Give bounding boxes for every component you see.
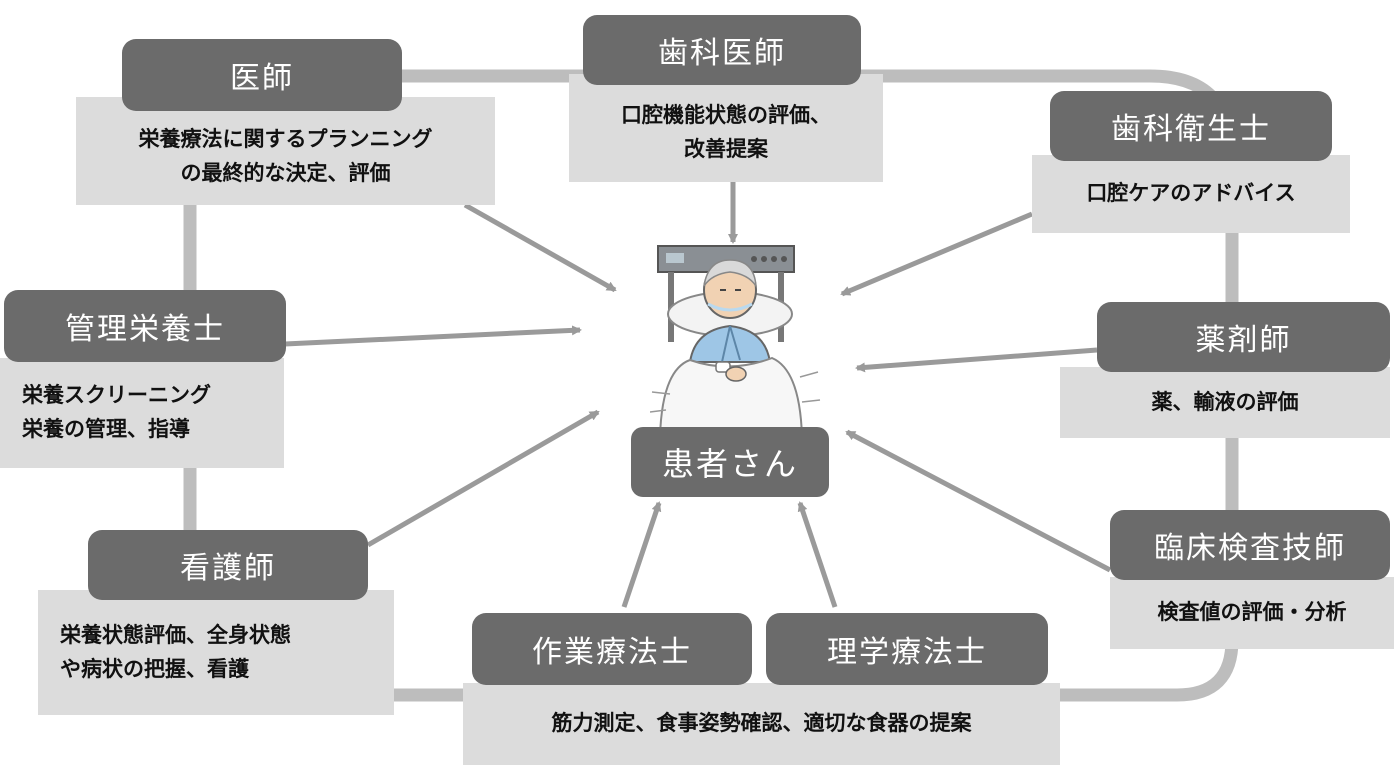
doctor-description: 栄養療法に関するプランニング の最終的な決定、評価 [76, 97, 495, 205]
patient-illustration [650, 245, 821, 437]
ot-title: 作業療法士 [472, 613, 752, 685]
lab-tech-title: 臨床検査技師 [1110, 510, 1390, 580]
arrow-doctor [463, 202, 617, 293]
dentist-description: 口腔機能状態の評価、 改善提案 [569, 74, 883, 182]
nurse-description: 栄養状態評価、全身状態 や病状の把握、看護 [38, 590, 394, 715]
arrow-pharmacist [855, 347, 1098, 373]
arrow-hygienist [840, 211, 1033, 297]
arrow-pt [797, 501, 838, 608]
nurse-title: 看護師 [88, 530, 368, 600]
hygienist-description: 口腔ケアのアドバイス [1032, 155, 1350, 233]
arrow-nurse [366, 409, 600, 548]
patient-label: 患者さん [631, 427, 829, 497]
pharmacist-title: 薬剤師 [1097, 302, 1390, 372]
arrow-lab-tech [845, 429, 1112, 573]
pharmacist-description: 薬、輸液の評価 [1060, 367, 1390, 438]
dietitian-description: 栄養スクリーニング 栄養の管理、指導 [0, 358, 284, 468]
lab-tech-description: 検査値の評価・分析 [1110, 577, 1394, 649]
therapy-description: 筋力測定、食事姿勢確認、適切な食器の提案 [463, 683, 1060, 765]
pt-title: 理学療法士 [766, 613, 1048, 685]
arrow-ot [621, 501, 662, 608]
doctor-title: 医師 [122, 39, 402, 111]
dietitian-title: 管理栄養士 [4, 290, 286, 362]
arrow-dietitian [284, 325, 582, 347]
hygienist-title: 歯科衛生士 [1050, 91, 1332, 161]
dentist-title: 歯科医師 [583, 15, 861, 85]
